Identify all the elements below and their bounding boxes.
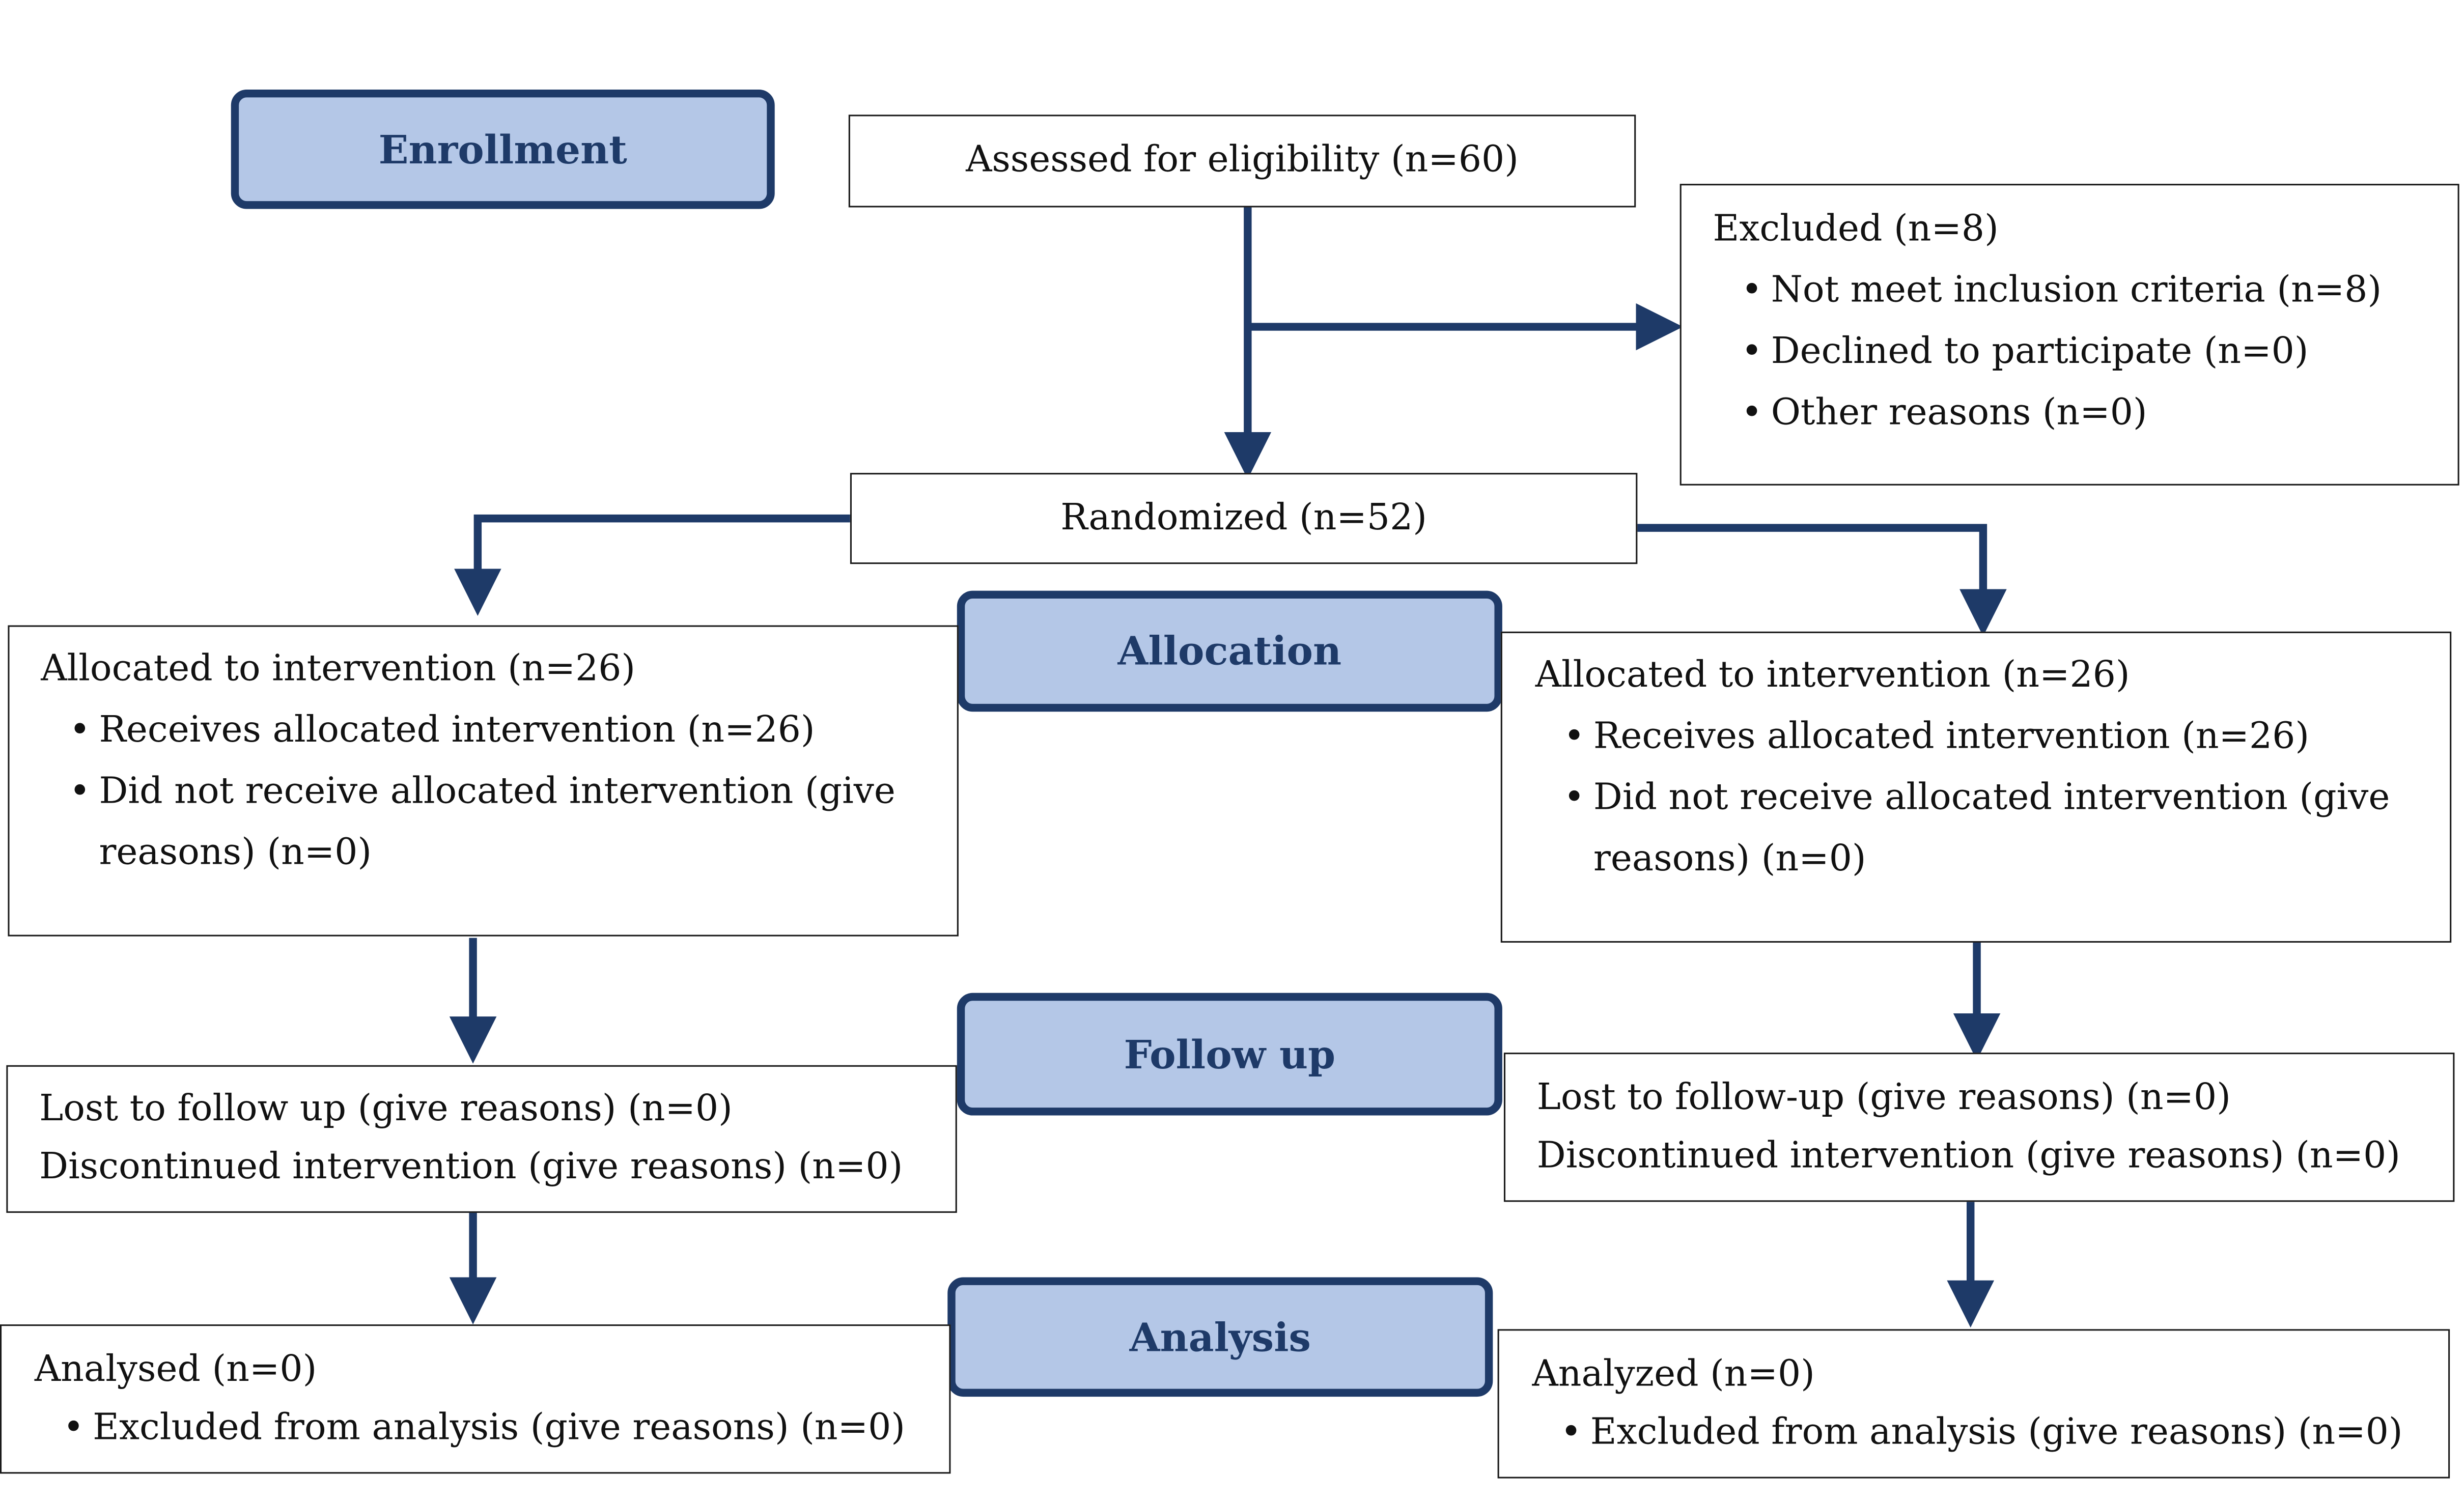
left-analysis-list: Excluded from analysis (give reasons) (n… — [35, 1400, 949, 1458]
left-allocation-title: Allocated to intervention (n=26) — [41, 648, 636, 690]
right-follow-up-line: Discontinued intervention (give reasons)… — [1536, 1136, 2401, 1177]
stage-allocation-text: Allocation — [1117, 628, 1342, 674]
stage-label-enrollment: Enrollment — [231, 89, 775, 209]
excluded-title: Excluded (n=8) — [1713, 209, 1999, 250]
excluded-box: Excluded (n=8) Not meet inclusion criter… — [1679, 184, 2459, 486]
right-allocation-list: Receives allocated intervention (n=26) D… — [1535, 707, 2450, 891]
left-follow-up-box: Lost to follow up (give reasons) (n=0) D… — [6, 1065, 957, 1213]
randomized-box: Randomized (n=52) — [850, 473, 1638, 564]
left-allocation-list: Receives allocated intervention (n=26) D… — [41, 701, 957, 885]
left-analysis-item: Excluded from analysis (give reasons) (n… — [35, 1400, 949, 1458]
stage-label-follow-up: Follow up — [957, 993, 1502, 1116]
right-analysis-list: Excluded from analysis (give reasons) (n… — [1532, 1405, 2449, 1463]
randomized-text: Randomized (n=52) — [1060, 498, 1427, 539]
left-analysis-title: Analysed (n=0) — [34, 1349, 317, 1391]
right-allocation-item: Did not receive allocated intervention (… — [1535, 768, 2422, 891]
right-analysis-title: Analyzed (n=0) — [1532, 1354, 1815, 1395]
left-allocation-item: Did not receive allocated intervention (… — [41, 762, 929, 885]
stage-analysis-text: Analysis — [1129, 1314, 1311, 1360]
right-allocation-title: Allocated to intervention (n=26) — [1535, 655, 2130, 696]
excluded-item: Declined to participate (n=0) — [1713, 322, 2458, 383]
right-follow-up-line: Lost to follow-up (give reasons) (n=0) — [1536, 1078, 2231, 1119]
right-allocation-item: Receives allocated intervention (n=26) — [1535, 707, 2422, 768]
arrow-randomized-to-right — [1637, 524, 2007, 637]
right-analysis-item: Excluded from analysis (give reasons) (n… — [1532, 1405, 2449, 1463]
left-analysis-box: Analysed (n=0) Excluded from analysis (g… — [0, 1324, 951, 1474]
left-follow-up-line: Lost to follow up (give reasons) (n=0) — [39, 1089, 733, 1130]
stage-enrollment-text: Enrollment — [378, 126, 627, 172]
left-allocation-box: Allocated to intervention (n=26) Receive… — [8, 625, 959, 937]
excluded-item: Not meet inclusion criteria (n=8) — [1713, 261, 2458, 322]
stage-follow-up-text: Follow up — [1124, 1031, 1336, 1077]
left-follow-up-line: Discontinued intervention (give reasons)… — [39, 1147, 903, 1188]
right-follow-up-box: Lost to follow-up (give reasons) (n=0) D… — [1503, 1053, 2455, 1202]
excluded-list: Not meet inclusion criteria (n=8) Declin… — [1713, 261, 2458, 444]
right-analysis-box: Analyzed (n=0) Excluded from analysis (g… — [1497, 1329, 2450, 1479]
left-allocation-item: Receives allocated intervention (n=26) — [41, 701, 929, 762]
right-allocation-box: Allocated to intervention (n=26) Receive… — [1500, 631, 2452, 943]
stage-label-analysis: Analysis — [947, 1277, 1493, 1397]
excluded-item: Other reasons (n=0) — [1713, 383, 2458, 444]
stage-label-allocation: Allocation — [957, 590, 1502, 712]
arrow-randomized-to-left — [454, 514, 850, 616]
assessed-text: Assessed for eligibility (n=60) — [966, 139, 1519, 181]
assessed-box: Assessed for eligibility (n=60) — [848, 115, 1636, 208]
